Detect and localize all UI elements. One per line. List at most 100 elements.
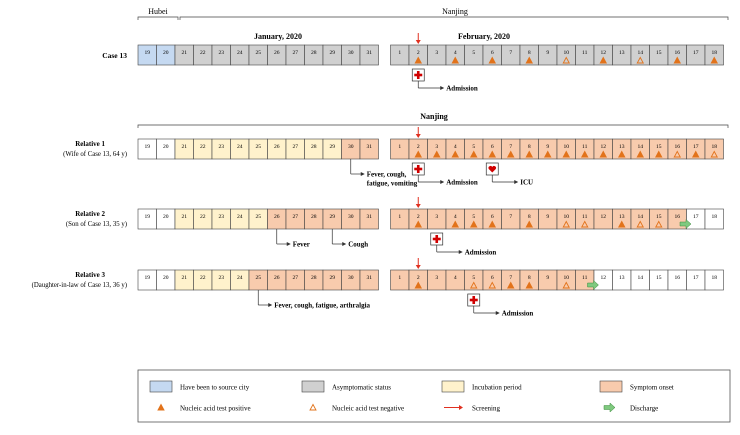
legend-swatch: [441, 380, 465, 393]
day-number: 30: [348, 275, 354, 281]
day-number: 14: [637, 275, 643, 281]
test-positive-marker: [710, 56, 719, 64]
event-arrowhead: [440, 180, 445, 184]
day-number: 20: [163, 50, 169, 56]
legend-label: Discharge: [630, 405, 658, 413]
nanjing-label-2: Nanjing: [420, 112, 448, 121]
day-number: 4: [454, 275, 457, 281]
screening-arrow: [415, 258, 421, 269]
test-positive-marker: [580, 150, 589, 158]
screening-arrow: [415, 127, 421, 138]
event-arrowhead: [268, 303, 273, 307]
day-number: 17: [693, 50, 699, 56]
top-location-header: Hubei Nanjing: [137, 7, 729, 20]
day-number: 8: [528, 214, 531, 220]
admission-label: Admission: [446, 85, 478, 93]
day-number: 22: [200, 144, 206, 150]
legend-swatch: [149, 380, 173, 393]
test-positive-marker: [506, 281, 515, 289]
day-number: 31: [366, 50, 372, 56]
test-negative-marker: [710, 150, 719, 158]
day-number: 1: [398, 144, 401, 150]
legend-negative-icon: [309, 403, 317, 411]
symptom-label: Fever, cough, fatigue, arthralgia: [274, 302, 370, 310]
nanjing-bracket: [179, 16, 729, 20]
day-number: 10: [563, 50, 569, 56]
legend-item: Symptom onset: [599, 380, 674, 393]
event-arrowhead: [458, 250, 463, 254]
test-positive-marker: [506, 150, 515, 158]
symptom-label: Cough: [348, 241, 368, 249]
admission-icon: [467, 293, 481, 307]
day-number: 18: [711, 275, 717, 281]
day-number: 27: [292, 214, 298, 220]
day-number: 28: [311, 214, 317, 220]
row-subtitle: (Son of Case 13, 35 y): [66, 221, 127, 228]
day-number: 24: [237, 214, 243, 220]
day-number: 5: [472, 144, 475, 150]
day-number: 17: [693, 214, 699, 220]
day-number: 19: [144, 275, 150, 281]
day-number: 16: [674, 50, 680, 56]
legend-frame: [137, 369, 731, 423]
day-number: 20: [163, 275, 169, 281]
day-number: 13: [619, 144, 625, 150]
row-title: Case 13: [102, 51, 127, 60]
test-positive-marker: [525, 281, 534, 289]
day-number: 21: [181, 50, 187, 56]
day-number: 9: [546, 144, 549, 150]
day-cell: [359, 208, 379, 230]
test-negative-marker: [636, 220, 645, 228]
test-positive-marker: [432, 150, 441, 158]
day-cell: [704, 138, 724, 160]
event-arrowhead: [495, 311, 500, 315]
day-number: 14: [637, 144, 643, 150]
day-number: 29: [329, 275, 335, 281]
day-number: 2: [417, 214, 420, 220]
day-number: 15: [656, 50, 662, 56]
day-number: 26: [274, 275, 280, 281]
day-number: 10: [563, 214, 569, 220]
test-positive-marker: [599, 150, 608, 158]
admission-icon: [411, 68, 425, 82]
day-number: 16: [674, 275, 680, 281]
test-positive-marker: [617, 220, 626, 228]
day-number: 1: [398, 214, 401, 220]
test-positive-marker: [543, 150, 552, 158]
day-number: 15: [656, 144, 662, 150]
day-number: 13: [619, 50, 625, 56]
day-number: 23: [218, 144, 224, 150]
day-number: 24: [237, 50, 243, 56]
day-number: 29: [329, 50, 335, 56]
legend-label: Asymptomatic status: [332, 384, 391, 392]
legend-item: Asymptomatic status: [301, 380, 391, 393]
nanjing-label: Nanjing: [442, 7, 468, 16]
day-number: 5: [472, 275, 475, 281]
legend-label: Incubation period: [472, 384, 522, 392]
icu-label: ICU: [520, 179, 533, 187]
day-number: 14: [637, 50, 643, 56]
day-number: 23: [218, 50, 224, 56]
day-number: 11: [582, 144, 588, 150]
test-positive-marker: [451, 220, 460, 228]
day-number: 14: [637, 214, 643, 220]
legend-item: Nucleic acid test negative: [309, 403, 404, 413]
test-positive-marker: [525, 150, 534, 158]
day-cell: [359, 138, 379, 160]
event-arrowhead: [286, 242, 291, 246]
day-number: 8: [528, 275, 531, 281]
day-number: 20: [163, 214, 169, 220]
day-number: 18: [711, 214, 717, 220]
test-negative-marker: [562, 220, 571, 228]
day-number: 12: [600, 275, 606, 281]
day-number: 27: [292, 275, 298, 281]
day-number: 26: [274, 50, 280, 56]
event-arrowhead: [360, 172, 365, 176]
day-number: 6: [491, 144, 494, 150]
legend-label: Nucleic acid test negative: [332, 405, 404, 413]
legend-swatch: [301, 380, 325, 393]
day-number: 28: [311, 275, 317, 281]
symptom-label: Fever: [293, 241, 310, 249]
